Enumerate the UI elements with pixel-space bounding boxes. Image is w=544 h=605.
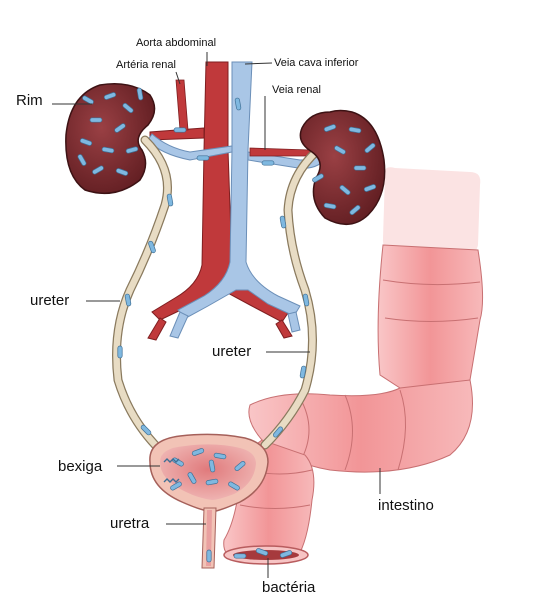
bacteria-icon (312, 173, 324, 183)
bacteria-icon (173, 127, 187, 133)
bacteria-icon (302, 293, 310, 307)
bacteria-icon (273, 426, 283, 438)
label-intestino: intestino (378, 497, 434, 514)
bacteria-icon (196, 155, 210, 161)
bacteria-icon (187, 472, 197, 484)
bacteria-icon (124, 293, 132, 307)
label-arteria-renal: Artéria renal (116, 59, 176, 71)
label-bacteria: bactéria (262, 579, 316, 596)
bacteria-icon (77, 154, 87, 166)
bacteria-icon (79, 138, 93, 146)
bacteria-icon (114, 123, 126, 133)
bacteria-icon (334, 145, 346, 155)
bacteria-icon (163, 458, 180, 463)
bacteria-icon (205, 478, 219, 486)
bacteria-icon (363, 184, 377, 192)
bacteria-icon (213, 452, 227, 460)
labels: Aorta abdominal Artéria renal Veia cava … (16, 37, 434, 596)
leader-arteria-renal (175, 71, 181, 85)
bacteria-icon (206, 549, 212, 563)
bacteria-icon (349, 205, 361, 215)
bacteria-icon (348, 126, 362, 134)
bacteria-icon (279, 215, 287, 229)
leader-veia-cava (244, 62, 273, 65)
bacteria-icon (233, 553, 247, 559)
intestine (223, 167, 484, 565)
bacteria-icon (323, 202, 337, 210)
bacteria-icon (364, 143, 376, 153)
bacteria-icon (234, 97, 242, 111)
bacteria-group (77, 87, 377, 563)
bacteria-icon (339, 185, 351, 195)
bacteria-icon (89, 117, 103, 123)
bacteria-icon (140, 424, 152, 436)
bacteria-icon (101, 146, 115, 154)
bacteria-icon (163, 478, 180, 483)
label-uretra: uretra (110, 515, 150, 532)
bacteria-icon (170, 481, 182, 491)
label-ureter-left: ureter (30, 292, 69, 309)
label-rim: Rim (16, 92, 43, 109)
blood-vessels (147, 61, 327, 341)
bacteria-icon (115, 168, 129, 176)
bacteria-icon (92, 165, 104, 175)
label-veia-cava-inferior: Veia cava inferior (274, 57, 359, 69)
bacteria-icon (103, 92, 117, 100)
label-bexiga: bexiga (58, 458, 103, 475)
bacteria-icon (82, 95, 94, 105)
right-kidney (299, 109, 386, 225)
bacteria-icon (122, 103, 134, 113)
label-aorta-abdominal: Aorta abdominal (136, 37, 216, 49)
bacteria-icon (208, 459, 216, 473)
bacteria-icon (261, 160, 275, 166)
label-veia-renal: Veia renal (272, 84, 321, 96)
bacteria-icon (279, 550, 293, 558)
ureters (112, 135, 323, 455)
bacteria-icon (125, 146, 139, 154)
bacteria-icon (228, 481, 240, 491)
bacteria-icon (299, 365, 307, 379)
bacteria-icon (191, 448, 205, 456)
bacteria-icon (353, 165, 367, 171)
bacteria-icon (323, 124, 337, 132)
label-ureter-right: ureter (212, 343, 251, 360)
bacteria-icon (255, 548, 269, 556)
leader-lines (52, 52, 381, 578)
bacteria-icon (234, 461, 246, 471)
bacteria-icon (136, 87, 144, 101)
bacteria-icon (166, 193, 174, 207)
bacteria-icon (148, 240, 156, 254)
bacteria-icon (117, 345, 123, 359)
